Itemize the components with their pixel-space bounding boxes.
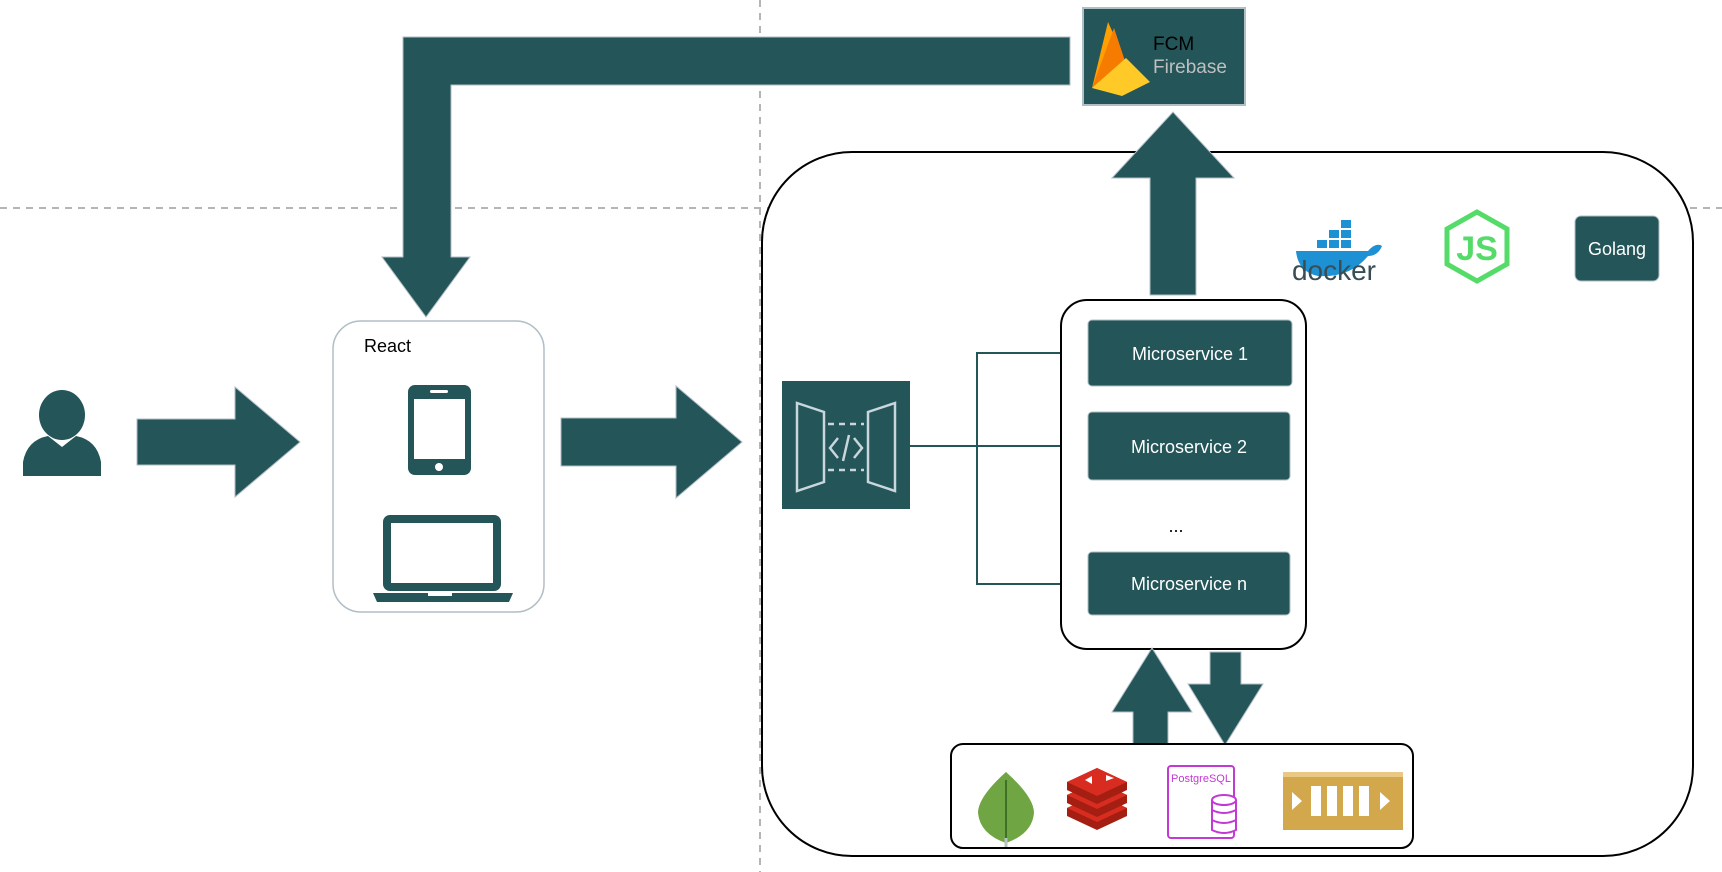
- nodejs-icon: JS: [1444, 209, 1510, 284]
- mongodb-icon: [978, 772, 1034, 847]
- client-title: React: [364, 336, 411, 356]
- postgres-label: PostgreSQL: [1171, 773, 1231, 785]
- fcm-subtitle: Firebase: [1153, 57, 1227, 78]
- message-queue-icon: [1283, 772, 1403, 830]
- microservice-1[interactable]: Microservice 1: [1087, 319, 1293, 387]
- microservice-2-label: Microservice 2: [1131, 437, 1247, 457]
- firebase-icon: [1092, 22, 1150, 96]
- postgresql-icon: PostgreSQL: [1167, 765, 1237, 839]
- microservice-n[interactable]: Microservice n: [1087, 551, 1291, 616]
- api-gateway-icon: [795, 401, 897, 493]
- laptop-icon: [373, 515, 513, 602]
- storage-to-services-arrow: [1111, 647, 1193, 746]
- docker-label: docker: [1292, 255, 1376, 286]
- tablet-icon: [408, 385, 471, 475]
- user-to-client-arrow: [136, 385, 301, 499]
- client-to-gateway-arrow: [560, 384, 743, 500]
- microservice-n-label: Microservice n: [1131, 574, 1247, 594]
- fcm-node[interactable]: FCM Firebase: [1082, 7, 1246, 106]
- api-gateway[interactable]: [782, 381, 910, 509]
- microservices-ellipsis: ...: [1168, 516, 1183, 536]
- golang-label: Golang: [1588, 239, 1646, 259]
- fcm-title: FCM: [1153, 34, 1194, 55]
- user-icon: [23, 390, 101, 476]
- fcm-to-react-arrow: [381, 36, 1071, 318]
- react-client-box: React: [332, 320, 545, 613]
- microservice-1-label: Microservice 1: [1132, 344, 1248, 364]
- docker-logo: docker: [1292, 220, 1382, 286]
- nodejs-label: JS: [1456, 230, 1498, 268]
- services-to-fcm-arrow: [1110, 111, 1236, 296]
- gateway-connectors: [910, 352, 1063, 585]
- golang-badge: Golang: [1574, 215, 1660, 282]
- redis-icon: [1067, 768, 1127, 830]
- microservice-2[interactable]: Microservice 2: [1087, 411, 1291, 481]
- services-to-storage-arrow: [1187, 651, 1264, 746]
